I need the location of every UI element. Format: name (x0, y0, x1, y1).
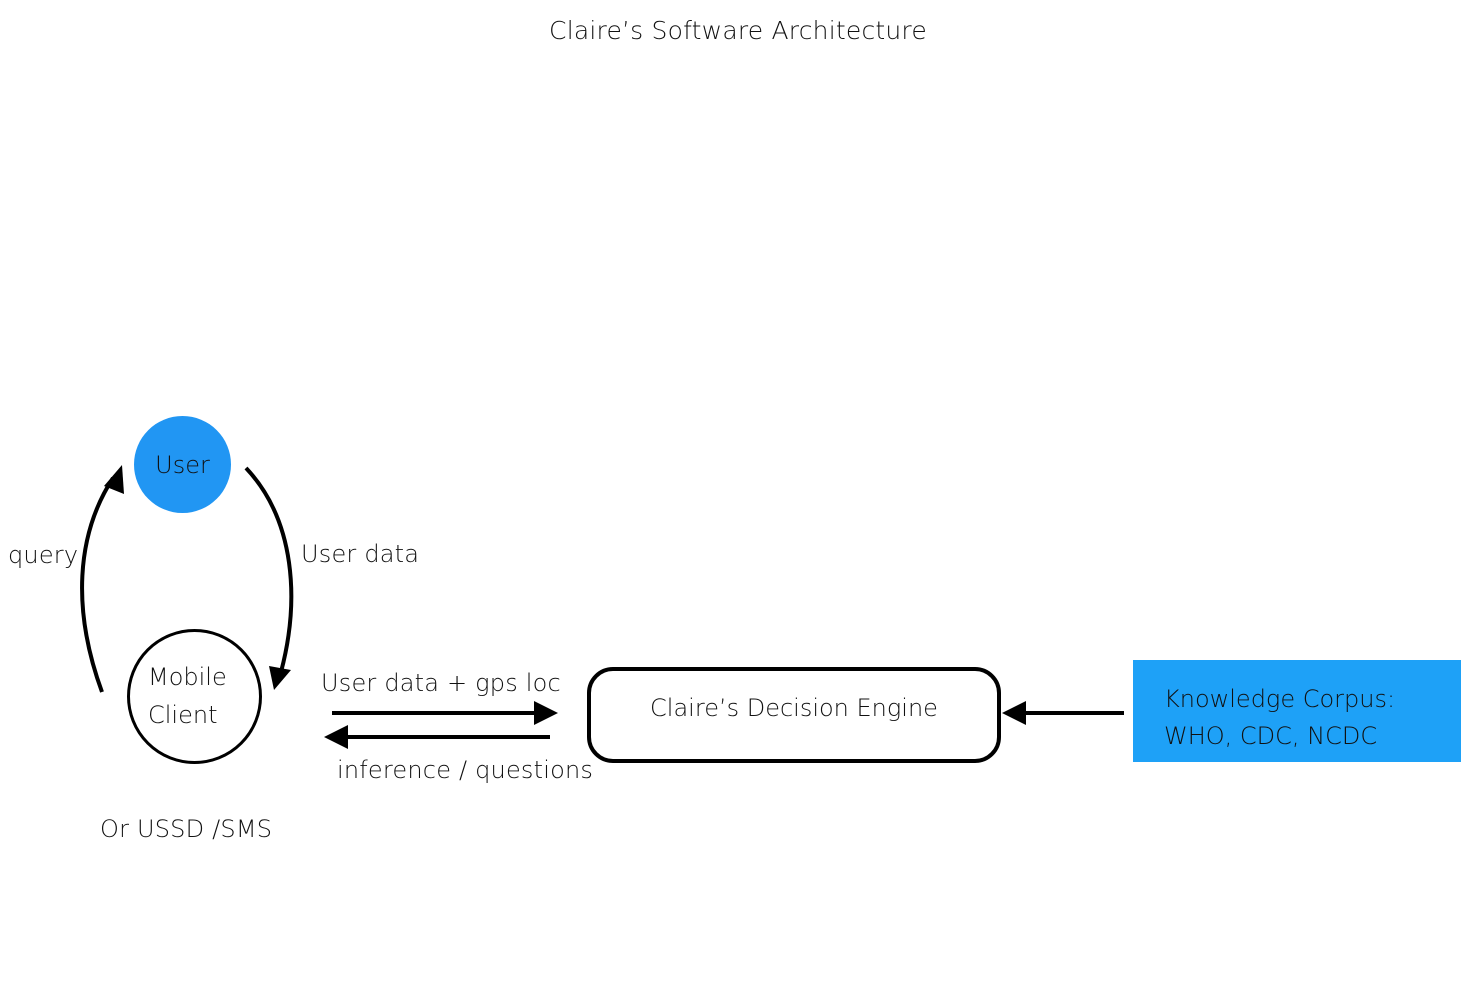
knowledge-corpus-node: Knowledge Corpus: WHO, CDC, NCDC (1133, 660, 1461, 762)
diagram-title: Claire’s Software Architecture (549, 16, 927, 45)
query-edge-label: query (8, 541, 79, 569)
mobile-client-label-line1: Mobile (148, 663, 227, 691)
knowledge-corpus-label-line1: Knowledge Corpus: (1164, 685, 1396, 713)
corpus-arrowhead (1002, 701, 1026, 725)
query-arrow (80, 476, 115, 693)
mobile-client-label-line2: Client (148, 701, 218, 729)
to-engine-edge-label: User data + gps loc (321, 669, 561, 697)
user-data-arrowhead (269, 666, 291, 690)
user-node: User (134, 416, 231, 513)
user-data-arrow (244, 466, 294, 673)
knowledge-corpus-label-line2: WHO, CDC, NCDC (1164, 722, 1378, 750)
decision-engine-node: Claire’s Decision Engine (587, 667, 1001, 763)
query-arrowhead (104, 465, 124, 494)
from-engine-arrowhead (324, 725, 348, 749)
alt-channel-note: Or USSD /SMS (100, 815, 273, 843)
decision-engine-label: Claire’s Decision Engine (650, 694, 938, 722)
to-engine-arrowhead (534, 701, 558, 725)
mobile-client-node (127, 629, 262, 764)
user-node-label: User (155, 450, 210, 479)
from-engine-edge-label: inference / questions (337, 756, 594, 784)
user-data-edge-label: User data (301, 540, 420, 568)
